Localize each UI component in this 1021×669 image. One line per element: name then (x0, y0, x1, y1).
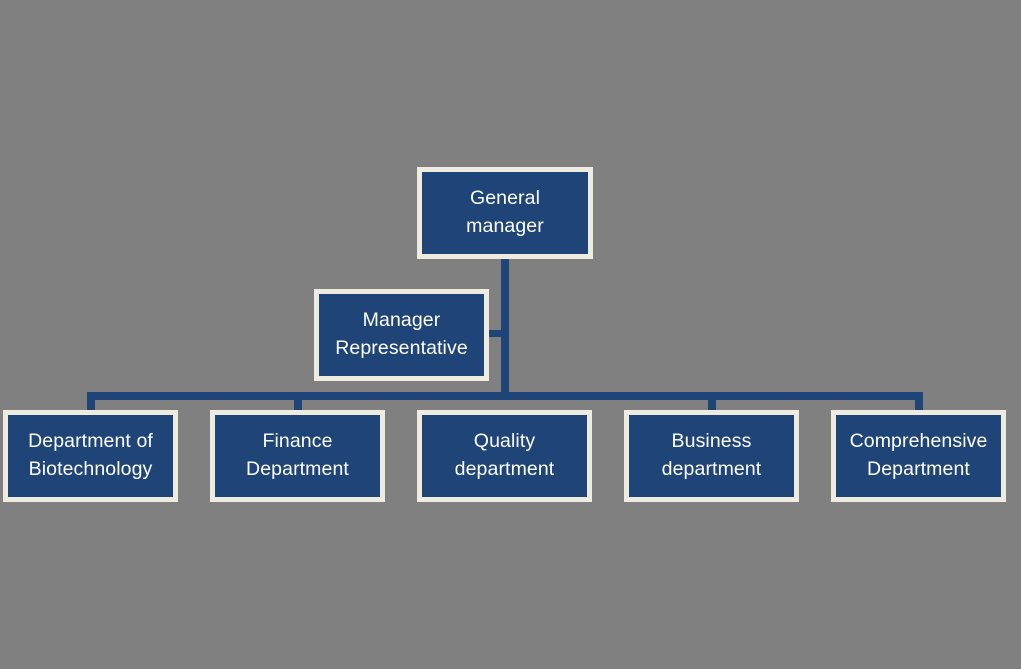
node-manager-representative[interactable]: Manager Representative (314, 289, 489, 381)
node-department-of-biotechnology[interactable]: Department of Biotechnology (3, 410, 178, 502)
node-quality-department-label: Quality department (454, 430, 555, 480)
connector-drop-finance (294, 392, 302, 412)
node-business-department[interactable]: Business department (624, 410, 799, 502)
node-general-manager[interactable]: General manager (417, 167, 593, 259)
node-finance-department-label: Finance Department (246, 430, 349, 480)
node-business-department-label: Business department (661, 430, 762, 480)
node-manager-representative-label: Manager Representative (335, 309, 468, 359)
node-finance-department[interactable]: Finance Department (210, 410, 385, 502)
node-general-manager-label: General manager (466, 187, 544, 237)
connector-sibling-bus-horizontal (89, 392, 921, 400)
connector-manager-rep-stub (489, 330, 503, 337)
node-comprehensive-department-label: Comprehensive Department (849, 430, 988, 480)
node-department-of-biotechnology-label: Department of Biotechnology (28, 430, 153, 480)
node-comprehensive-department[interactable]: Comprehensive Department (831, 410, 1006, 502)
node-quality-department[interactable]: Quality department (417, 410, 592, 502)
connector-drop-biotechnology (87, 392, 95, 412)
connector-drop-business (708, 392, 716, 412)
connector-drop-comprehensive (915, 392, 923, 412)
connector-trunk-vertical (501, 259, 509, 396)
